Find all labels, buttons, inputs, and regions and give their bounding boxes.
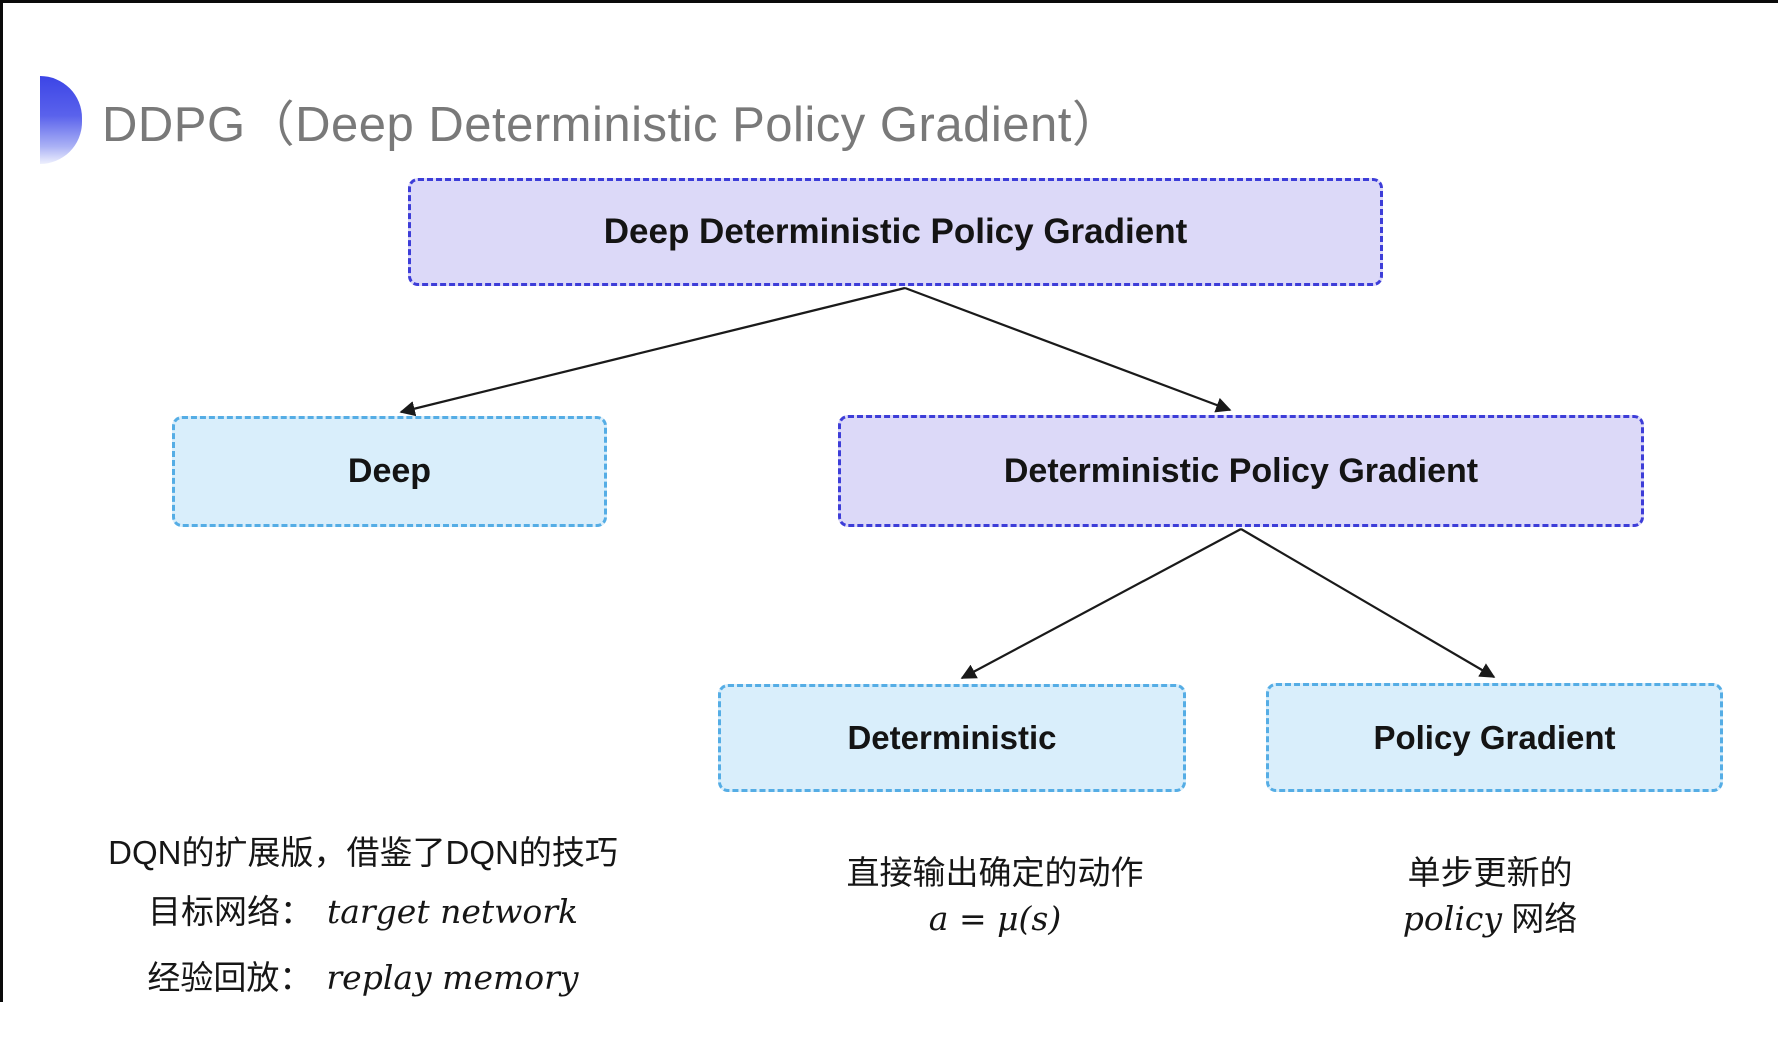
deterministic-annotation-line1: 直接输出确定的动作 [846, 854, 1144, 891]
node-deep-label: Deep [347, 452, 432, 490]
node-dpg: Deterministic Policy Gradient [838, 415, 1644, 527]
node-dpg-label: Deterministic Policy Gradient [1003, 451, 1479, 490]
replay-memory-term: replay memory [326, 958, 579, 997]
arrow-ddpg-to-deep [399, 286, 906, 417]
replay-memory-label: 经验回放： [147, 959, 313, 996]
slide-top-border [0, 0, 1778, 3]
node-policy-gradient: Policy Gradient [1266, 683, 1723, 792]
deep-annotation-line2: 目标网络： target network [148, 891, 578, 940]
node-deterministic-label: Deterministic [847, 719, 1057, 756]
node-ddpg-label: Deep Deterministic Policy Gradient [603, 212, 1188, 251]
target-network-label: 目标网络： [147, 893, 313, 930]
policy-gradient-annotation: 单步更新的 policy 网络 [1280, 852, 1700, 947]
arrow-ddpg-to-dpg [904, 286, 1232, 413]
arrow-dpg-to-deterministic [960, 528, 1242, 679]
node-deep: Deep [172, 416, 607, 527]
node-deterministic: Deterministic [718, 684, 1186, 792]
deep-annotation: DQN的扩展版，借鉴了DQN的技巧 目标网络： target network 经验… [108, 832, 618, 1006]
policy-term: policy [1402, 899, 1503, 938]
page-title: DDPG（Deep Deterministic Policy Gradient） [102, 97, 1122, 152]
half-circle-bullet-icon [40, 76, 82, 164]
policy-gradient-annotation-line1: 单步更新的 [1407, 854, 1573, 891]
deterministic-annotation: 直接输出确定的动作 a = μ(s) [785, 852, 1205, 940]
deep-annotation-line1: DQN的扩展版，借鉴了DQN的技巧 [108, 834, 618, 871]
deep-annotation-line3: 经验回放： replay memory [147, 957, 578, 1006]
deterministic-annotation-formula: a = μ(s) [928, 899, 1062, 938]
policy-gradient-annotation-line2: policy 网络 [1403, 898, 1577, 947]
policy-network-suffix: 网络 [1502, 900, 1578, 937]
slide-header: DDPG（Deep Deterministic Policy Gradient） [40, 76, 1121, 164]
node-policy-gradient-label: Policy Gradient [1373, 718, 1616, 756]
slide-left-border [0, 0, 3, 1002]
node-ddpg: Deep Deterministic Policy Gradient [408, 178, 1383, 286]
arrow-dpg-to-policy-gradient [1240, 528, 1496, 678]
target-network-term: target network [326, 892, 579, 931]
